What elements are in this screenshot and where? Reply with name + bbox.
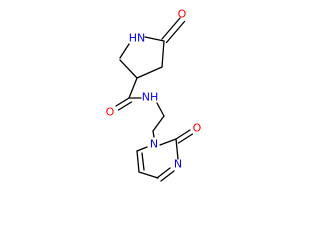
bond-c2-c3 bbox=[119, 59, 138, 79]
bond-c4-c5pyr bbox=[138, 171, 159, 179]
bond-camide-o-double-b bbox=[117, 101, 133, 111]
bond-c4-c5 bbox=[161, 40, 165, 68]
atom-nitrogen-pyrimidine-3: N bbox=[174, 158, 182, 171]
bond-c5-o-double-a bbox=[161, 17, 181, 40]
atom-nitrogen-ring: HN bbox=[129, 32, 146, 45]
bond-n-ch2a bbox=[156, 102, 165, 117]
bond-camide-o-double-a bbox=[115, 97, 130, 107]
bond-c5-c6-b bbox=[141, 152, 145, 171]
atom-nitrogen-amide: NH bbox=[142, 91, 159, 104]
bond-c2pyr-n3 bbox=[175, 138, 179, 160]
bond-c3-c4 bbox=[136, 66, 163, 79]
bond-n1-c2pyr bbox=[159, 138, 177, 146]
bond-c5-c6-a bbox=[136, 150, 140, 173]
atom-oxygen-amide: O bbox=[106, 106, 115, 119]
atom-labels: O HN O NH N O N bbox=[106, 8, 202, 171]
bond-ch2a-ch2b bbox=[152, 115, 165, 132]
bond-c6-n1 bbox=[136, 146, 148, 152]
bond-c5-o-double-b bbox=[165, 20, 186, 44]
bonds bbox=[115, 17, 194, 182]
atom-oxygen-lactam: O bbox=[178, 8, 187, 21]
bond-c5-n1 bbox=[144, 36, 165, 42]
bond-c3-camide bbox=[128, 77, 138, 99]
bond-n1-c2 bbox=[119, 43, 130, 59]
bond-c2pyr-o-double-a bbox=[175, 129, 191, 140]
bond-n3-c4-a bbox=[156, 167, 171, 179]
atom-oxygen-pyrimidinone: O bbox=[193, 122, 202, 135]
bond-c2pyr-o-double-b bbox=[177, 133, 194, 144]
molecule-structure: O HN O NH N O N bbox=[106, 8, 202, 182]
bond-n3-c4-b bbox=[160, 170, 175, 182]
atom-nitrogen-pyrimidine-1: N bbox=[150, 138, 158, 151]
bond-ch2b-n1pyr bbox=[152, 130, 155, 138]
